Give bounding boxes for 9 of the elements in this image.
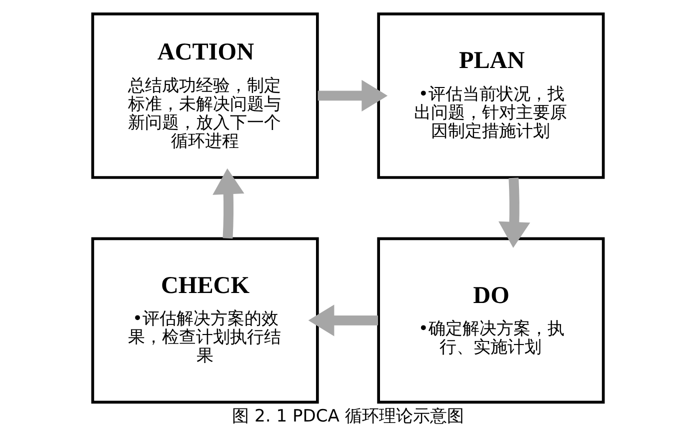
arrow — [308, 304, 378, 336]
caption: 图 2. 1 PDCA 循环理论示意图 — [232, 406, 464, 427]
node-box: DO •确定解决方案，执行、实施计划 — [376, 237, 604, 404]
arrow — [498, 178, 530, 248]
node-box: PLAN •评估当前状况，找出问题，针对主要原因制定措施计划 — [376, 12, 604, 179]
node-box: ACTION 总结成功经验，制定标准，未解决问题与新问题，放入下一个循环进程 — [90, 12, 318, 179]
arrow — [317, 80, 388, 112]
arrow — [212, 168, 244, 239]
node-box: CHECK •评估解决方案的效果，检查计划执行结果 — [90, 237, 318, 404]
